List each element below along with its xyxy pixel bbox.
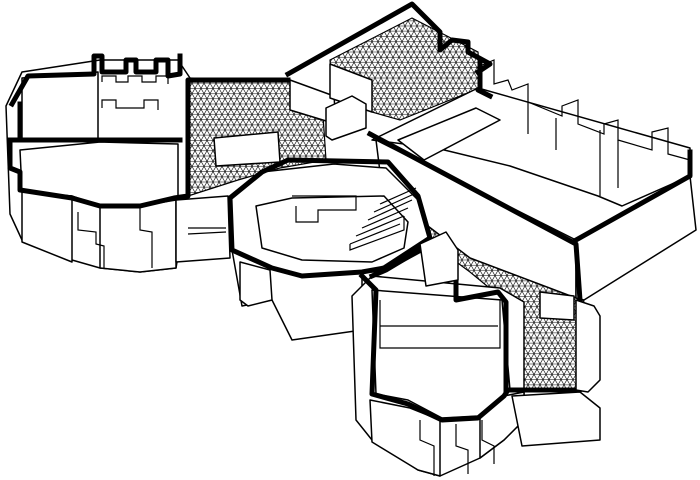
west-wing-crenellation-lower (77, 208, 153, 268)
south-wing-front (369, 399, 441, 477)
passage-door-block (419, 231, 459, 287)
terrace-wall-b (325, 95, 367, 141)
courtyard-inner-ledge (397, 107, 501, 161)
courtyard-cut-walls (366, 57, 693, 303)
west-room-upper (21, 71, 99, 141)
central-hall-cut-walls (284, 1, 493, 78)
south-wing-small-block (539, 291, 575, 321)
south-wing-east-face (511, 391, 601, 447)
octagon-outer-pier (239, 261, 273, 307)
octagon-inner-rail (292, 195, 357, 223)
west-wing-crenellation-mid (101, 99, 159, 110)
staircase (349, 187, 417, 251)
courtyard-back-battlements (527, 102, 619, 196)
octagonal-tower (227, 157, 433, 341)
octagon-cut-walls (227, 157, 433, 279)
west-wing-front-face (21, 191, 73, 263)
south-wing-crenellation (379, 300, 501, 476)
south-wing (351, 237, 601, 477)
passage (175, 195, 459, 287)
octagon-floor (255, 195, 409, 263)
hall-inner-block (213, 131, 281, 167)
west-wing (5, 53, 291, 273)
passage-block (175, 195, 231, 263)
south-east-pier (575, 299, 601, 393)
west-wing-cut-walls (7, 53, 291, 209)
courtyard-battlements (479, 59, 691, 161)
terrace-wall-a (329, 63, 373, 113)
west-wing-crenellation-upper (101, 75, 169, 84)
central-hall (213, 1, 493, 167)
passage-window (187, 227, 227, 235)
west-wing-front-face-2 (99, 199, 177, 273)
